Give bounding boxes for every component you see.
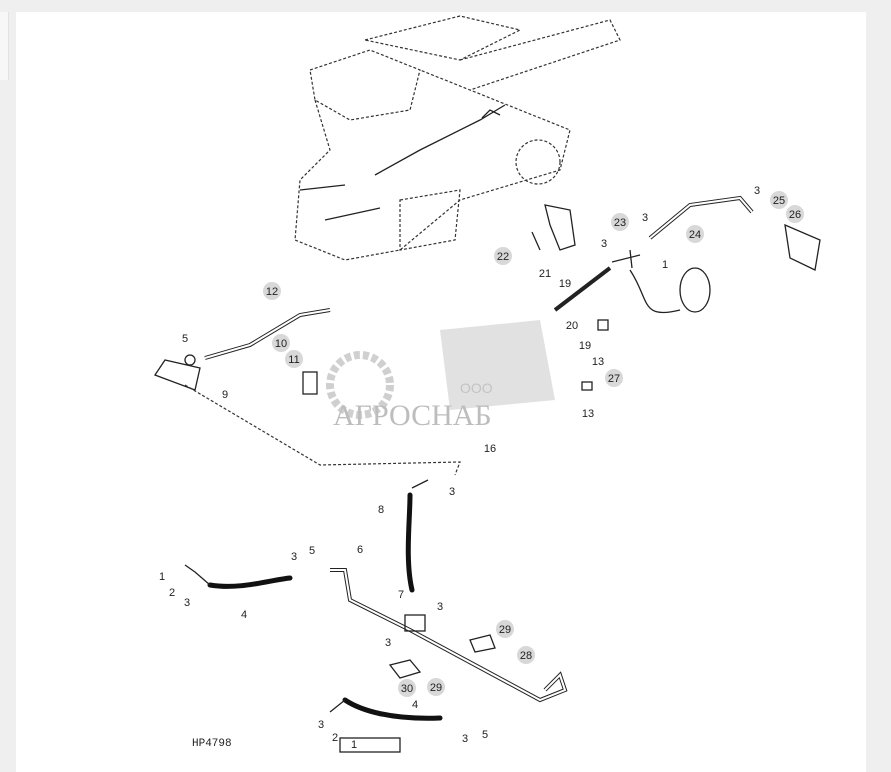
callout: 26 xyxy=(786,205,804,223)
callout: 2 xyxy=(332,732,338,744)
callout: 7 xyxy=(398,589,404,601)
left-bracket-assembly xyxy=(154,308,461,476)
svg-text:10: 10 xyxy=(275,338,287,350)
callout: 24 xyxy=(686,225,704,243)
svg-text:3: 3 xyxy=(601,238,607,250)
watermark-name: АГРОСНАБ xyxy=(333,399,492,432)
svg-text:25: 25 xyxy=(773,195,785,207)
diagram-code: HP4798 xyxy=(192,738,232,750)
svg-text:19: 19 xyxy=(559,278,571,290)
svg-text:9: 9 xyxy=(222,389,228,401)
callout: 3 xyxy=(184,597,190,609)
callout: 1 xyxy=(159,571,165,583)
callout: 19 xyxy=(579,340,591,352)
callout: 8 xyxy=(378,504,384,516)
callout: 3 xyxy=(437,601,443,613)
svg-text:21: 21 xyxy=(539,268,551,280)
callouts: 3 25 26 23 3 24 3 1 22 21 19 12 5 10 11 … xyxy=(159,185,804,751)
callout: 21 xyxy=(539,268,551,280)
callout: 5 xyxy=(482,729,488,741)
callout: 5 xyxy=(182,333,188,345)
svg-text:3: 3 xyxy=(462,733,468,745)
svg-text:6: 6 xyxy=(357,544,363,556)
callout: 3 xyxy=(449,486,455,498)
svg-text:8: 8 xyxy=(378,504,384,516)
svg-text:24: 24 xyxy=(689,229,701,241)
svg-text:1: 1 xyxy=(351,739,357,751)
callout: 22 xyxy=(494,247,512,265)
svg-text:3: 3 xyxy=(437,601,443,613)
svg-text:12: 12 xyxy=(266,286,278,298)
callout: 13 xyxy=(592,356,604,368)
svg-text:3: 3 xyxy=(449,486,455,498)
callout: 29 xyxy=(496,620,514,638)
callout: 1 xyxy=(662,259,668,271)
callout: 11 xyxy=(285,350,303,368)
svg-text:1: 1 xyxy=(159,571,165,583)
svg-text:3: 3 xyxy=(291,551,297,563)
callout: 3 xyxy=(642,212,648,224)
svg-text:13: 13 xyxy=(592,356,604,368)
lower-hose-assembly xyxy=(184,479,568,753)
svg-text:30: 30 xyxy=(401,683,413,695)
svg-text:7: 7 xyxy=(398,589,404,601)
callout: 30 xyxy=(398,679,416,697)
callout: 28 xyxy=(517,646,535,664)
svg-text:13: 13 xyxy=(582,408,594,420)
svg-text:20: 20 xyxy=(566,320,578,332)
svg-text:5: 5 xyxy=(309,545,315,557)
svg-text:3: 3 xyxy=(184,597,190,609)
svg-text:11: 11 xyxy=(288,354,299,366)
callout: 29 xyxy=(427,678,445,696)
callout: 6 xyxy=(357,544,363,556)
callout: 3 xyxy=(754,185,760,197)
callout: 27 xyxy=(605,369,623,387)
callout: 13 xyxy=(582,408,594,420)
callout: 2 xyxy=(169,587,175,599)
callout: 3 xyxy=(601,238,607,250)
callout: 9 xyxy=(222,389,228,401)
callout: 4 xyxy=(241,609,247,621)
svg-text:5: 5 xyxy=(482,729,488,741)
callout: 3 xyxy=(291,551,297,563)
callout: 10 xyxy=(272,334,290,352)
callout: 3 xyxy=(385,637,391,649)
svg-text:16: 16 xyxy=(484,443,496,455)
svg-text:2: 2 xyxy=(332,732,338,744)
svg-text:3: 3 xyxy=(754,185,760,197)
callout: 19 xyxy=(559,278,571,290)
svg-text:4: 4 xyxy=(241,609,247,621)
upper-right-assembly xyxy=(531,195,821,391)
svg-text:3: 3 xyxy=(642,212,648,224)
svg-text:1: 1 xyxy=(662,259,668,271)
svg-text:5: 5 xyxy=(182,333,188,345)
svg-text:29: 29 xyxy=(430,682,442,694)
watermark-prefix: ООО xyxy=(460,380,493,396)
callout: 1 xyxy=(351,739,357,751)
svg-text:4: 4 xyxy=(412,699,418,711)
svg-text:27: 27 xyxy=(608,373,620,385)
callout: 25 xyxy=(770,191,788,209)
svg-text:26: 26 xyxy=(789,209,801,221)
callout: 23 xyxy=(611,213,629,231)
combine-outline xyxy=(294,15,621,261)
callout: 20 xyxy=(566,320,578,332)
watermark-logo: ООО АГРОСНАБ xyxy=(326,320,555,432)
svg-text:2: 2 xyxy=(169,587,175,599)
svg-text:3: 3 xyxy=(318,719,324,731)
side-panel xyxy=(0,12,9,80)
callout: 3 xyxy=(318,719,324,731)
svg-text:3: 3 xyxy=(385,637,391,649)
svg-text:19: 19 xyxy=(579,340,591,352)
svg-text:28: 28 xyxy=(520,650,532,662)
callout: 12 xyxy=(263,282,281,300)
svg-text:29: 29 xyxy=(499,624,511,636)
callout: 3 xyxy=(462,733,468,745)
svg-text:22: 22 xyxy=(497,251,509,263)
callout: 16 xyxy=(484,443,496,455)
callout: 4 xyxy=(412,699,418,711)
callout: 5 xyxy=(309,545,315,557)
svg-text:23: 23 xyxy=(614,217,626,229)
